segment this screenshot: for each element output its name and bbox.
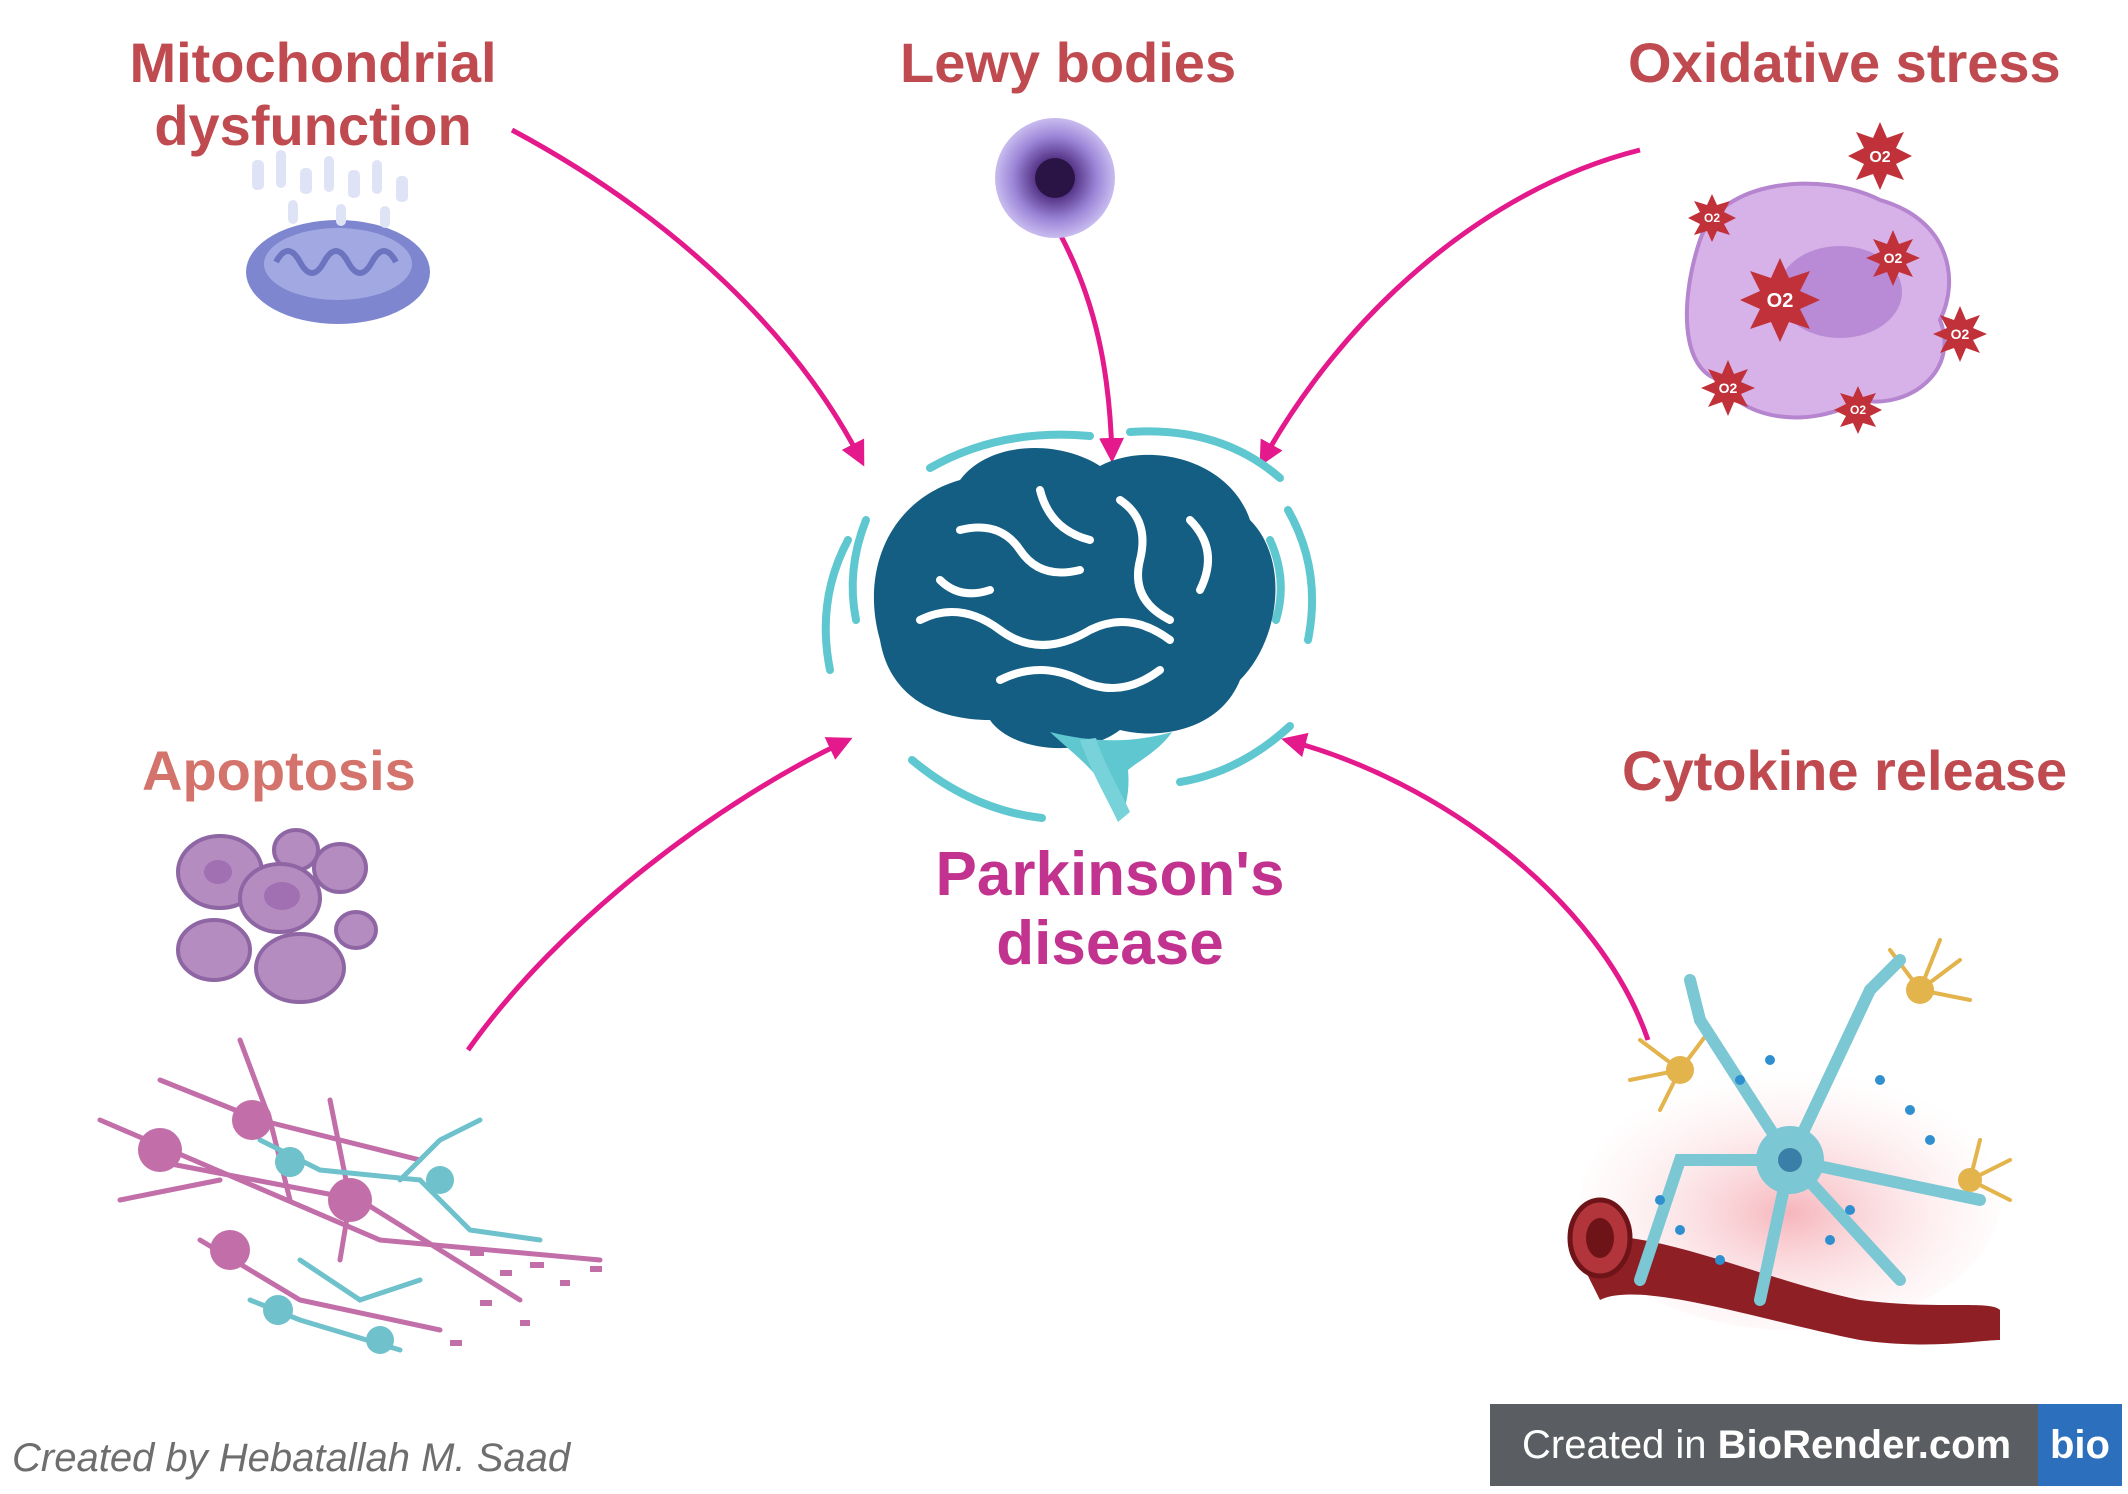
svg-text:O2: O2 xyxy=(1884,250,1903,266)
arrows-group xyxy=(465,127,1651,1052)
neuron-network-icon xyxy=(97,1037,603,1354)
apoptotic-cell-icon xyxy=(176,828,378,1004)
svg-text:O2: O2 xyxy=(1951,326,1970,342)
svg-text:O2: O2 xyxy=(1767,290,1794,312)
arrow-cyto-to-brain xyxy=(1281,732,1651,1041)
brain-icon xyxy=(821,427,1316,822)
label-lewy-bodies: Lewy bodies xyxy=(900,31,1237,94)
mitochondrion-icon xyxy=(246,150,430,324)
svg-text:O2: O2 xyxy=(1850,403,1866,417)
arrow-apop-to-brain xyxy=(465,737,853,1052)
microglia-blood-vessel-icon xyxy=(1567,938,2012,1345)
author-credit: Created by Hebatallah M. Saad xyxy=(12,1436,571,1480)
svg-text:O2: O2 xyxy=(1869,149,1890,166)
svg-text:O2: O2 xyxy=(1719,380,1738,396)
label-parkinsons-disease: Parkinson's disease xyxy=(935,840,1285,979)
badge-prefix: Created in xyxy=(1522,1422,1718,1467)
label-cytokine-release: Cytokine release xyxy=(1622,739,2068,802)
arrow-oxid-to-brain xyxy=(1259,147,1641,467)
svg-text:O2: O2 xyxy=(1704,211,1720,225)
badge-brand: BioRender.com xyxy=(1717,1422,2012,1467)
label-mitochondrial-dysfunction: Mitochondrial dysfunction xyxy=(129,31,497,157)
arrow-lewy-to-brain xyxy=(1057,232,1125,463)
biorender-badge[interactable]: Created in BioRender.com bio xyxy=(1490,1404,2122,1486)
label-apoptosis: Apoptosis xyxy=(142,739,416,802)
label-oxidative-stress: Oxidative stress xyxy=(1628,31,2061,94)
arrow-mito-to-brain xyxy=(510,127,865,467)
oxidative-stress-cell-icon: O2 O2 O2 O2 O2 O2 O2 xyxy=(1684,122,1987,434)
badge-text: Created in BioRender.com xyxy=(1490,1423,2038,1468)
biorender-logo-icon: bio xyxy=(2038,1404,2122,1486)
lewy-body-icon xyxy=(995,118,1115,238)
